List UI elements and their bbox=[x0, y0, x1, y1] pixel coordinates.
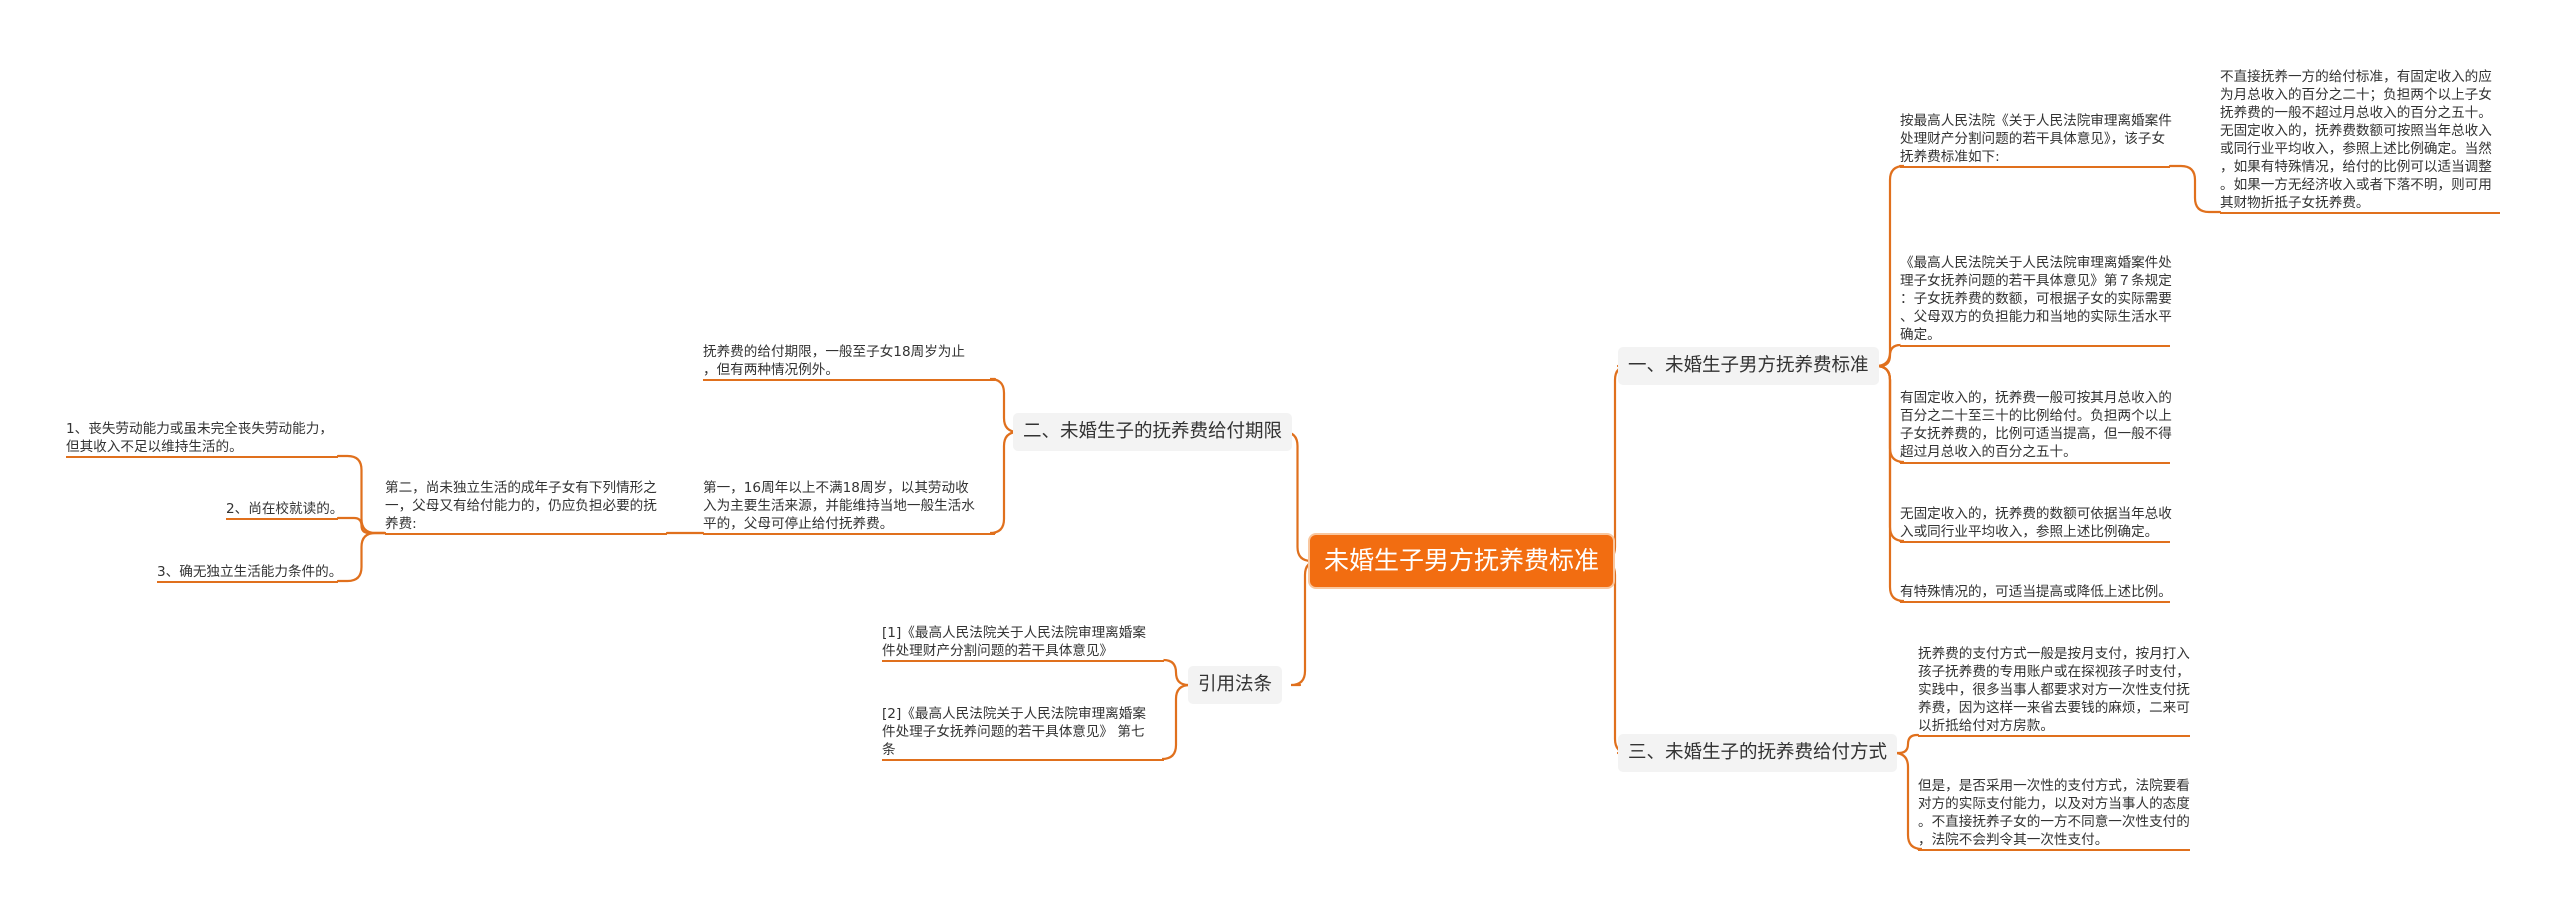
method-leaf-1: 抚养费的支付方式一般是按月支付，按月打入 孩子抚养费的专用账户或在探视孩子时支付… bbox=[1918, 646, 2190, 734]
branch-standard[interactable]: 一、未婚生子男方抚养费标准 bbox=[1618, 347, 1879, 385]
method-leaf-2: 但是，是否采用一次性的支付方式，法院要看 对方的实际支付能力，以及对方当事人的态… bbox=[1918, 778, 2190, 848]
branch-method[interactable]: 三、未婚生子的抚养费给付方式 bbox=[1618, 734, 1898, 772]
link-citation-1 bbox=[1162, 658, 1190, 687]
link-method-leaf-2 bbox=[1893, 751, 1923, 851]
link-period-leaf-2 bbox=[989, 430, 1019, 535]
standard-leaf-5: 有特殊情况的，可适当提高或降低上述比例。 bbox=[1900, 584, 2172, 600]
link-standard-leaf-5 bbox=[1875, 364, 1905, 603]
standard-leaf-1: 按最高人民法院《关于人民法院审理离婚案件 处理财产分割问题的若干具体意见》，该子… bbox=[1900, 113, 2172, 165]
link-root-method bbox=[1600, 559, 1630, 755]
second-case-item-3: 3、确无独立生活能力条件的。 bbox=[157, 564, 343, 580]
standard-leaf-2: 《最高人民法院关于人民法院审理离婚案件处 理子女抚养问题的若干具体意见》第７条规… bbox=[1900, 255, 2172, 343]
root-topic[interactable]: 未婚生子男方抚养费标准 bbox=[1310, 535, 1614, 587]
link-standard-sub bbox=[2168, 164, 2222, 214]
link-root-period bbox=[1283, 430, 1312, 563]
period-leaf-1: 抚养费的给付期限，一般至子女18周岁为止 ，但有两种情况例外。 bbox=[703, 344, 965, 378]
link-second-item-2 bbox=[336, 516, 387, 535]
standard-leaf-3: 有固定收入的，抚养费一般可按其月总收入的 百分之二十至三十的比例给付。负担两个以… bbox=[1900, 390, 2172, 460]
citation-1: [1]《最高人民法院关于人民法院审理离婚案 件处理财产分割问题的若干具体意见》 bbox=[882, 625, 1146, 659]
link-standard-leaf-2 bbox=[1878, 343, 1902, 368]
link-method-leaf-1 bbox=[1896, 733, 1920, 755]
period-leaf-2: 第一，16周年以上不满18周岁，以其劳动收 入为主要生活来源，并能维持当地一般生… bbox=[703, 480, 975, 532]
branch-period[interactable]: 二、未婚生子的抚养费给付期限 bbox=[1013, 413, 1293, 451]
standard-leaf-4: 无固定收入的，抚养费的数额可依据当年总收 入或同行业平均收入，参照上述比例确定。 bbox=[1900, 506, 2172, 540]
standard-sub-leaf: 不直接抚养一方的给付标准，有固定收入的应 为月总收入的百分之二十；负担两个以上子… bbox=[2220, 69, 2492, 211]
link-citation-2 bbox=[1161, 683, 1191, 761]
citation-2: [2]《最高人民法院关于人民法院审理离婚案 件处理子女抚养问题的若干具体意见》 … bbox=[882, 706, 1146, 758]
second-case-item-1: 1、丧失劳动能力或虽未完全丧失劳动能力， 但其收入不足以维持生活的。 bbox=[66, 421, 333, 455]
second-case-item-2: 2、尚在校就读的。 bbox=[226, 501, 344, 517]
link-root-standard bbox=[1600, 364, 1630, 563]
period-second-case: 第二，尚未独立生活的成年子女有下列情形之 一，父母又有给付能力的，仍应负担必要的… bbox=[385, 480, 657, 532]
branch-citations[interactable]: 引用法条 bbox=[1188, 666, 1283, 704]
link-second-item-3 bbox=[336, 531, 387, 583]
